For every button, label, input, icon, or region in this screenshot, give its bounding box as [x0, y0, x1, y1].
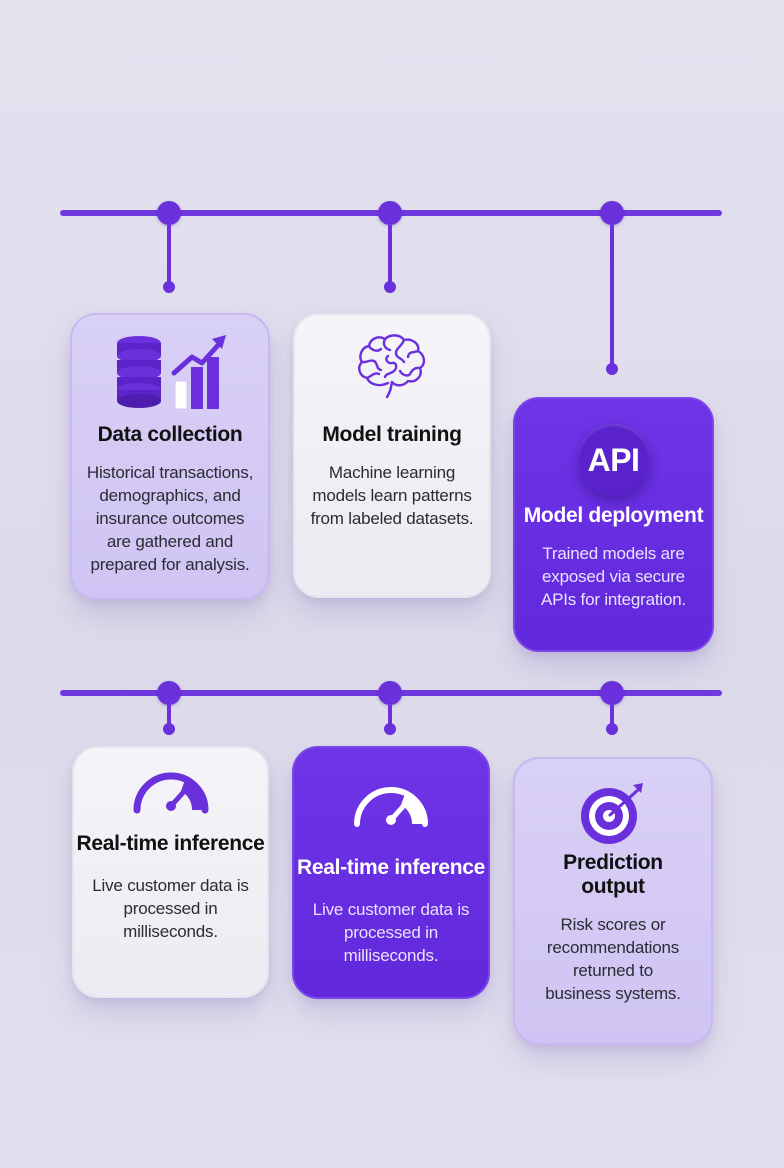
card-prediction-output: Prediction output Risk scores or recomme… [513, 757, 713, 1045]
speedometer-icon [354, 787, 428, 827]
timeline-node [157, 201, 181, 225]
timeline-node [600, 681, 624, 705]
timeline-node [157, 681, 181, 705]
connector-line [610, 225, 614, 365]
speedometer-icon [133, 772, 208, 814]
connector-line [610, 705, 614, 727]
card-model-training: Model training Machine learning models l… [293, 313, 491, 598]
card-description: Machine learning models learn patterns f… [310, 463, 474, 529]
card-description: Trained models are exposed via secure AP… [540, 544, 687, 610]
timeline-node [600, 201, 624, 225]
connector-tip [163, 281, 175, 293]
card-title: Model deployment [523, 504, 704, 527]
card-description: Risk scores or recommendations returned … [545, 915, 681, 1004]
connector-line [388, 705, 392, 727]
timeline-node [378, 201, 402, 225]
card-title: Real-time inference [76, 832, 265, 855]
card-data-collection: Data collection Historical transactions,… [70, 313, 270, 600]
connector-tip [163, 723, 175, 735]
connector-tip [384, 281, 396, 293]
api-icon: API [577, 424, 650, 496]
card-real-time-inference: Real-time inference Live customer data i… [292, 746, 490, 999]
connector-line [388, 225, 392, 283]
card-real-time-inference: Real-time inference Live customer data i… [72, 746, 269, 998]
card-title: Model training [322, 423, 462, 446]
database-chart-icon [117, 335, 226, 410]
connector-tip [384, 723, 396, 735]
card-title: Real-time inference [296, 856, 486, 879]
connector-line [167, 705, 171, 727]
api-icon-label: API [587, 441, 640, 478]
connector-tip [606, 363, 618, 375]
connector-line [167, 225, 171, 283]
card-description: Historical transactions, demographics, a… [86, 463, 254, 575]
card-title: Prediction output [563, 851, 663, 899]
connector-tip [606, 723, 618, 735]
card-description: Live customer data is processed in milli… [92, 876, 249, 942]
brain-icon [358, 334, 426, 399]
card-title: Data collection [97, 423, 243, 446]
timeline-node [378, 681, 402, 705]
card-description: Live customer data is processed in milli… [312, 900, 470, 966]
target-icon [581, 783, 643, 844]
card-model-deployment: API Model deployment Trained models are … [513, 397, 714, 652]
